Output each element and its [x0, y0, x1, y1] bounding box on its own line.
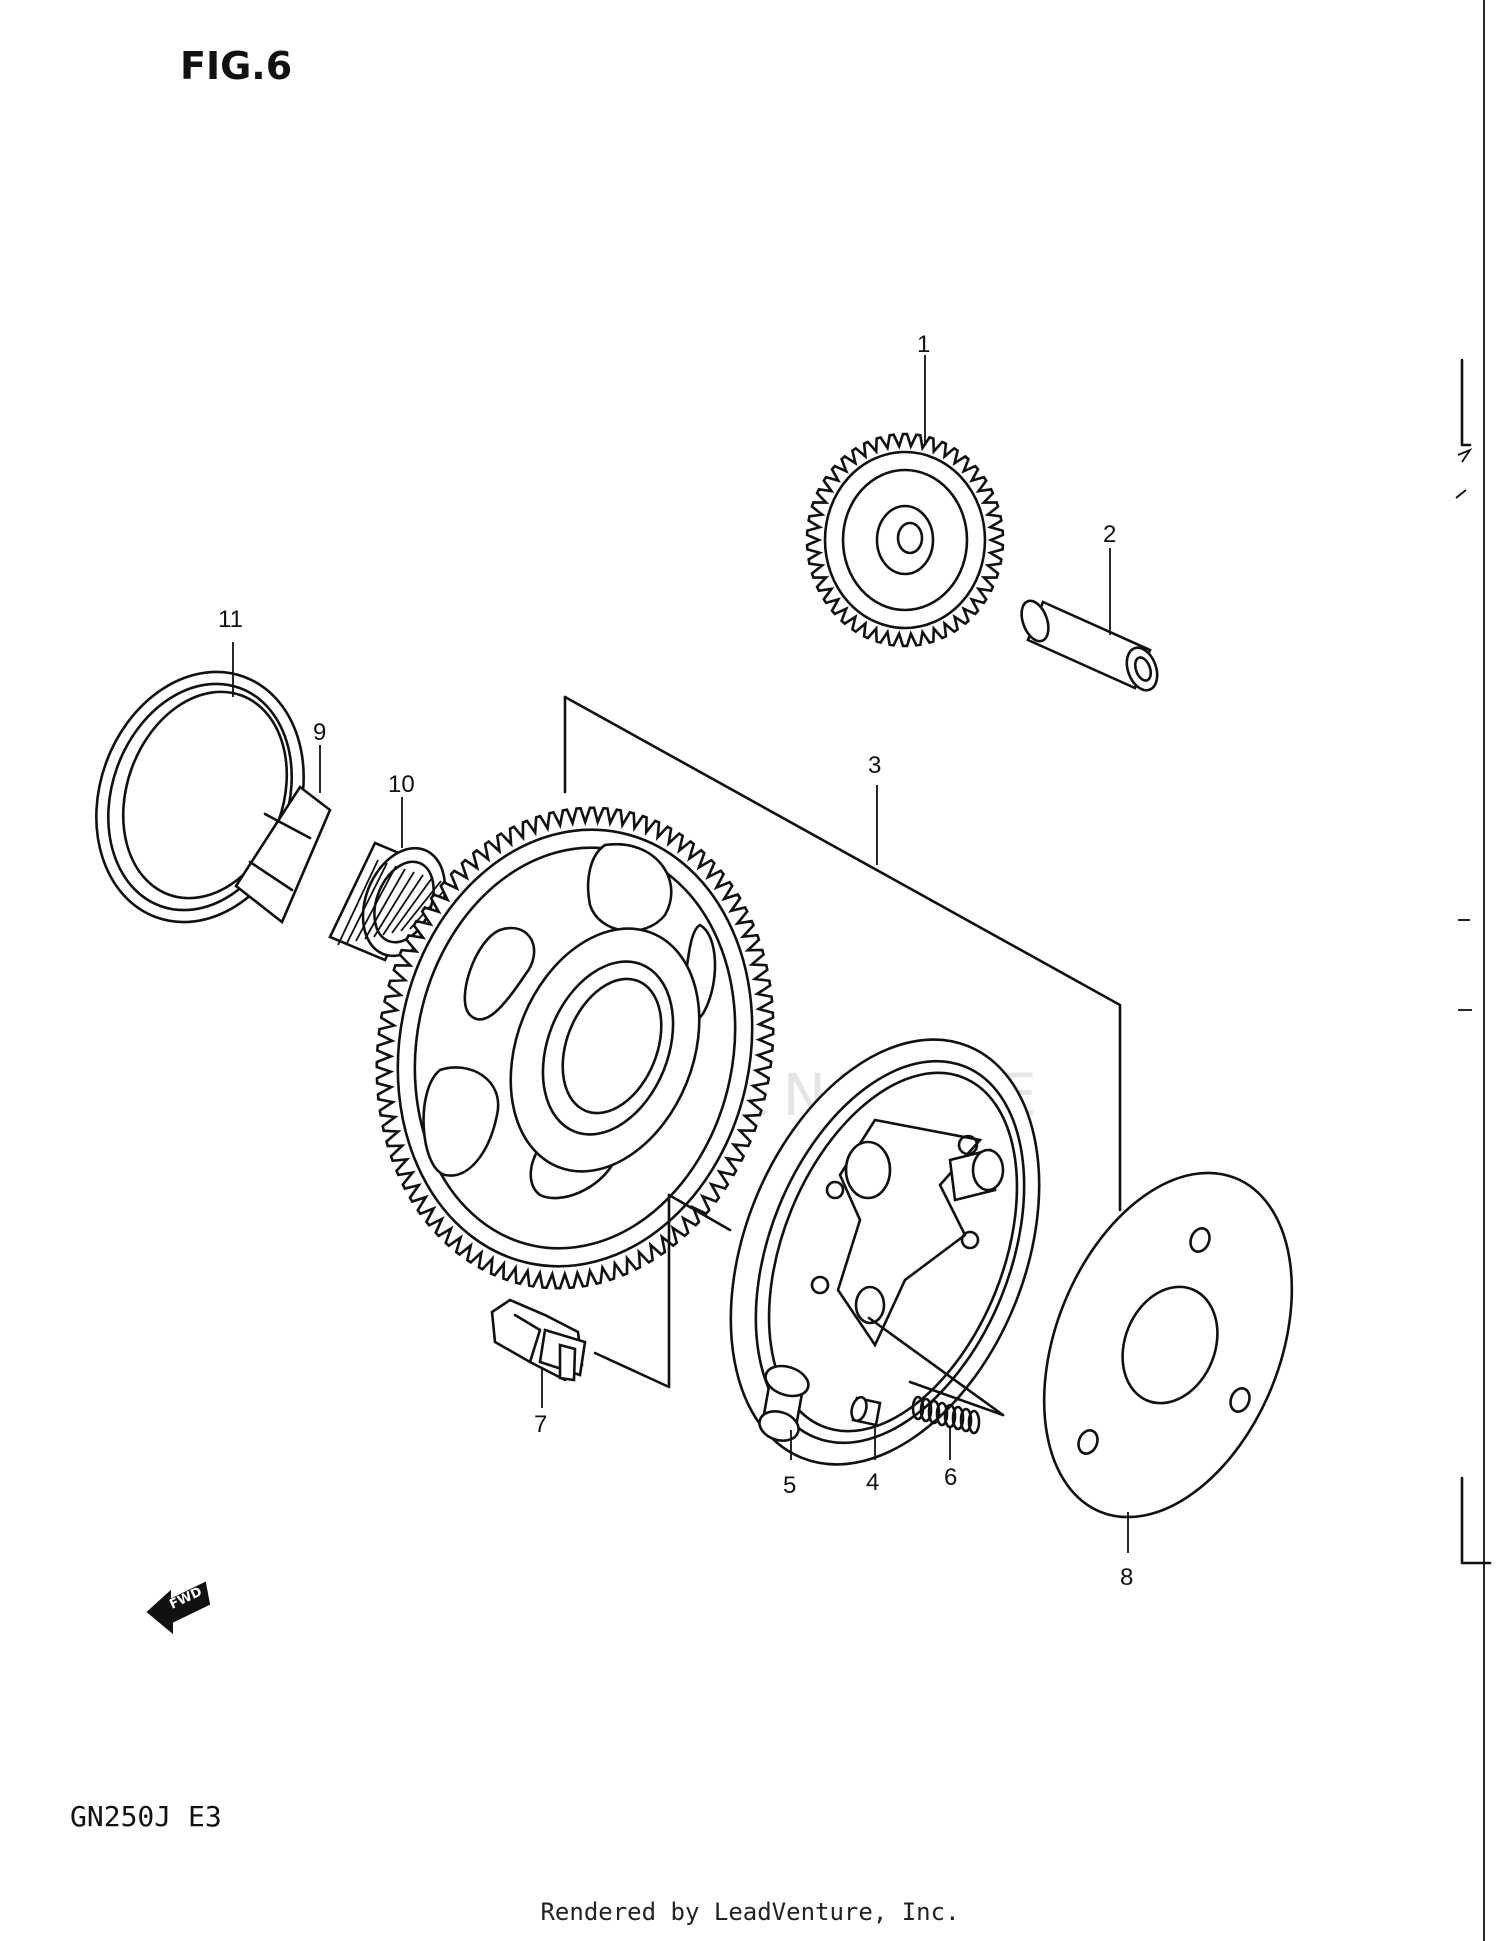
callout-7: 7	[534, 1411, 547, 1438]
part-4-pin[interactable]	[849, 1395, 882, 1427]
callout-2: 2	[1103, 521, 1116, 548]
needle-roller	[346, 862, 388, 944]
callout-9: 9	[313, 719, 326, 746]
part-7-bolt[interactable]	[490, 1298, 587, 1382]
part-5-roller[interactable]	[756, 1361, 813, 1446]
render-credit: Rendered by LeadVenture, Inc.	[540, 1898, 960, 1926]
callouts: 1 2 3 4 5 6 7 8 9 10 11	[218, 331, 1133, 1591]
part-3-clutch-housing[interactable]	[672, 994, 1098, 1511]
needle-roller	[355, 865, 397, 942]
leader-lines	[232, 355, 1129, 1553]
callout-1: 1	[917, 331, 930, 358]
needle-roller	[382, 874, 424, 936]
part-1-gear[interactable]	[805, 432, 1005, 648]
spring-coil	[927, 1399, 941, 1425]
part-3-starter-gear[interactable]	[358, 796, 792, 1299]
needle-roller	[373, 871, 415, 938]
callout-4: 4	[866, 1469, 879, 1496]
callout-5: 5	[783, 1472, 796, 1499]
part-8-plate[interactable]	[997, 1136, 1340, 1554]
callout-11: 11	[218, 606, 243, 633]
model-code: GN250J E3	[70, 1800, 222, 1833]
spring-coil	[959, 1407, 973, 1433]
part-2-shaft[interactable]	[1017, 597, 1163, 694]
needle-roller	[400, 880, 442, 932]
part-9-washer[interactable]	[234, 785, 332, 925]
needle-roller	[337, 859, 379, 946]
callout-8: 8	[1120, 1564, 1133, 1591]
fwd-arrow-icon: FWD	[146, 1581, 211, 1635]
spring-coil	[935, 1401, 949, 1427]
part-6-spring[interactable]	[911, 1395, 981, 1435]
page-edge-marks	[1455, 0, 1492, 1941]
spring-coil	[911, 1395, 925, 1421]
spring-coil	[951, 1405, 965, 1431]
needle-roller	[364, 868, 406, 940]
callout-6: 6	[944, 1464, 957, 1491]
assembly-3-outline	[563, 695, 1122, 1417]
spring-coil	[919, 1397, 933, 1423]
callout-10: 10	[388, 771, 415, 798]
callout-3: 3	[868, 752, 881, 779]
needle-roller	[391, 877, 433, 934]
spring-coil	[967, 1409, 981, 1435]
figure-title: FIG.6	[180, 44, 293, 88]
